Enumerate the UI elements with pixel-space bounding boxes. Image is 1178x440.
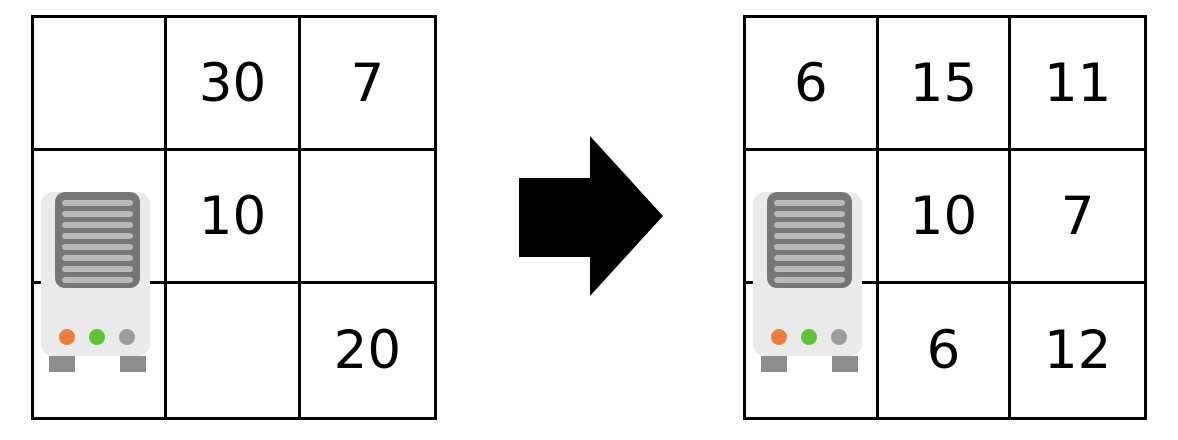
grid-cell: 15 (878, 18, 1012, 151)
grid-cell: 12 (1043, 320, 1112, 381)
grid-cell (34, 284, 168, 417)
grid-cell: 10 (167, 151, 301, 284)
grid-cell: 30 (167, 18, 301, 151)
server-icon (41, 192, 150, 372)
grid-cell (746, 284, 879, 417)
grid-after: 6 15 11 10 7 6 12 (743, 15, 1147, 420)
server-icon (753, 192, 862, 372)
right-arrow-icon (519, 136, 663, 296)
grid-cell (300, 151, 434, 284)
grid-cell: 6 (879, 284, 1012, 417)
grid-cell: 20 (333, 320, 402, 381)
grid-cell: 6 (746, 18, 879, 151)
grid-before: 30 7 10 20 (31, 15, 437, 420)
grid-cell: 7 (1011, 151, 1144, 284)
grid-cell: 10 (878, 151, 1012, 284)
grid-cell (34, 18, 168, 151)
grid-cell: 7 (300, 18, 434, 151)
grid-cell (167, 284, 301, 417)
grid-cell: 11 (1011, 18, 1144, 151)
